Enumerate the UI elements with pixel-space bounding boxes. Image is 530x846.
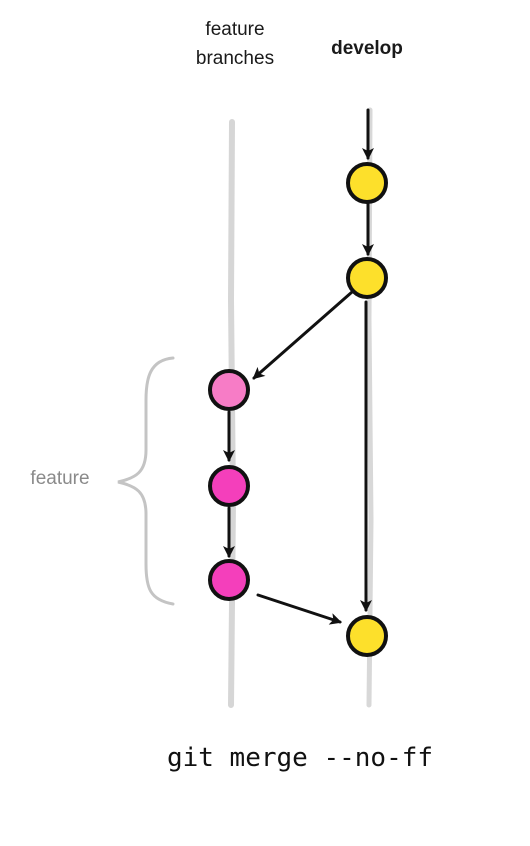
merge-commit — [346, 615, 388, 657]
feature-commit — [208, 369, 250, 411]
develop-commit — [346, 162, 388, 204]
commits — [208, 162, 388, 657]
develop-commit — [346, 257, 388, 299]
arrow-branch-off — [252, 290, 354, 380]
commit-arrows — [223, 108, 374, 625]
arrow-merge-feature — [256, 593, 342, 625]
feature-commit — [208, 465, 250, 507]
branch-lanes — [227, 107, 374, 708]
feature-brace-label: feature — [30, 468, 90, 489]
git-command-caption: git merge --no-ff — [166, 743, 434, 773]
develop-column-label: develop — [331, 38, 403, 59]
feature-brace — [117, 356, 175, 606]
feature-commit — [208, 559, 250, 601]
feature-lane — [227, 119, 237, 708]
feature-branches-column-label: feature branches — [195, 19, 275, 70]
